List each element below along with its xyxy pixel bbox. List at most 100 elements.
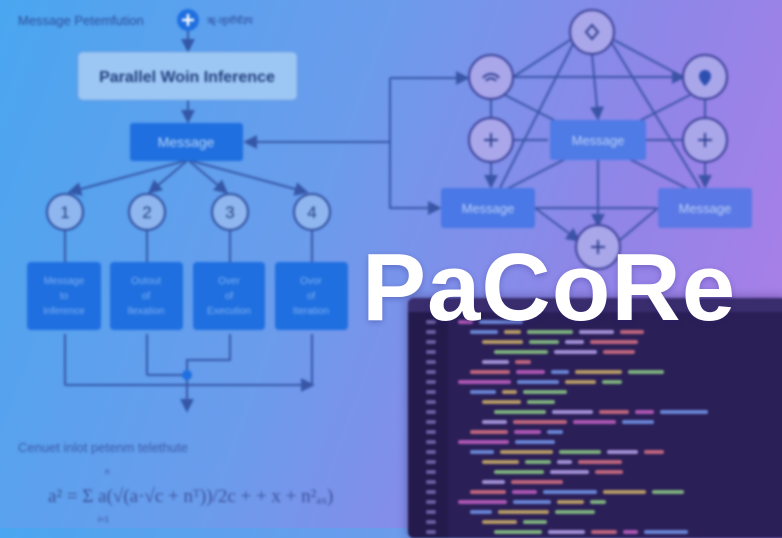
code-line [622,420,654,424]
header-sublabel: ॠ-ॡलॉचॅउप [207,15,253,27]
step-box-text: Outout [131,276,161,287]
network-box-label: Message [572,133,625,148]
code-line [644,530,688,534]
line-number [426,410,436,414]
network-message-box [441,188,535,228]
code-line [575,370,622,374]
line-gutter [408,312,448,538]
code-line [479,320,523,324]
line-number [426,490,436,494]
code-line [652,490,684,494]
code-line [504,330,521,334]
code-line [635,410,654,414]
code-line [517,380,559,384]
code-line [550,470,589,474]
code-line [500,450,553,454]
step-box-text: Execution [207,306,251,317]
code-line [565,380,596,384]
header-label: Message Petemfution [18,13,144,28]
line-number [426,500,436,504]
step-box-text: Iteration [293,306,329,317]
step-box-text: Message [44,276,85,287]
code-line [502,390,517,394]
step-box-text: of [225,291,234,302]
code-line [551,370,569,374]
code-line [578,460,622,464]
code-line [511,480,563,484]
line-number [426,440,436,444]
code-line [543,490,597,494]
formula: a² = Σ a(√(a·√c + nᵀ))/2c + + x + n²ₐₓ) [48,486,333,507]
code-line [573,420,616,424]
line-number [426,380,436,384]
code-line [557,460,572,464]
code-line [527,330,573,334]
code-line [590,340,638,344]
top-box [77,51,298,101]
caption: Cenuet inlot petenm telethute [18,440,188,455]
code-line [660,410,708,414]
code-line [557,500,584,504]
code-line [494,350,548,354]
code-line [607,450,638,454]
code-line [482,340,523,344]
line-number [426,360,436,364]
line-number [426,480,436,484]
code-line [602,380,622,384]
step-box-text: Over [218,276,240,287]
line-number [426,430,436,434]
message-box-label: Message [158,134,215,150]
code-line [555,510,595,514]
line-number [426,390,436,394]
code-line [482,480,505,484]
code-line [513,500,551,504]
code-line [590,500,606,504]
editor-titlebar [408,298,782,312]
code-line [620,330,644,334]
step-1: 1 [60,203,69,222]
code-line [470,330,498,334]
code-line [458,440,509,444]
step-box-text: Ilexation [127,306,164,317]
code-line [470,510,492,514]
code-line [552,410,593,414]
code-line [458,500,507,504]
network-message-box [550,120,646,160]
step-3: 3 [225,203,234,222]
network-box-label: Message [679,201,732,216]
code-line [548,530,585,534]
code-line [515,440,555,444]
code-line [470,490,506,494]
code-line [482,420,507,424]
step-2: 2 [142,203,151,222]
formula-sum-top: n [105,467,109,476]
code-line [554,350,597,354]
code-line [482,400,521,404]
step-box-text: of [307,291,316,302]
line-number [426,350,436,354]
line-number [426,520,436,524]
line-number [426,530,436,534]
code-line [529,340,559,344]
line-number [426,320,436,324]
code-line [458,380,511,384]
line-number [426,510,436,514]
code-line [603,490,646,494]
code-line [603,350,635,354]
code-line [494,410,546,414]
line-number [426,370,436,374]
code-line [515,360,531,364]
code-editor-panel [408,298,782,538]
top-box-label: Parallel Woin Inference [99,69,275,86]
line-number [426,340,436,344]
code-line [547,430,563,434]
code-line [599,410,629,414]
code-line [525,460,551,464]
formula-sum-bottom: i=1 [98,515,109,524]
code-line [623,530,638,534]
code-line [470,430,508,434]
code-line [644,450,664,454]
message-box [130,123,243,161]
code-line [494,470,544,474]
